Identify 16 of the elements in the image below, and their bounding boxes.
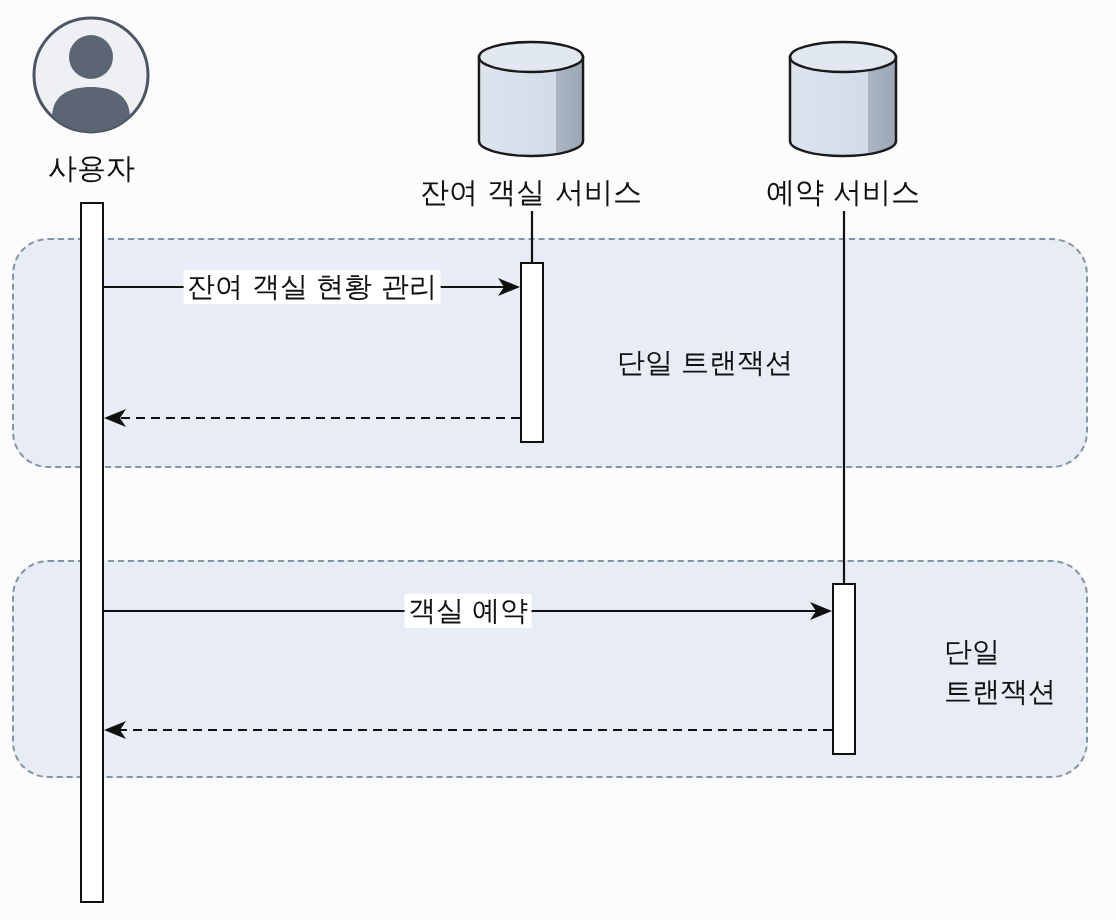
lifeline-bar xyxy=(80,202,104,903)
activation-bar xyxy=(520,262,544,443)
actor-label: 사용자 xyxy=(47,150,135,187)
line xyxy=(530,211,534,262)
edge-label: 객실 예약 xyxy=(404,594,532,628)
service-label: 잔여 객실 서비스 xyxy=(420,174,642,211)
transaction-band xyxy=(12,238,1088,468)
activation-bar xyxy=(832,583,856,755)
service-label: 예약 서비스 xyxy=(765,174,921,211)
band-label: 단일 트랜잭션 xyxy=(616,345,794,381)
line xyxy=(842,211,846,583)
dashed-arrow xyxy=(104,721,832,739)
transaction-band xyxy=(12,560,1088,778)
band-label: 단일 트랜잭션 xyxy=(944,634,1057,710)
dashed-arrow xyxy=(104,409,520,427)
edge-label: 잔여 객실 현황 관리 xyxy=(183,270,441,304)
